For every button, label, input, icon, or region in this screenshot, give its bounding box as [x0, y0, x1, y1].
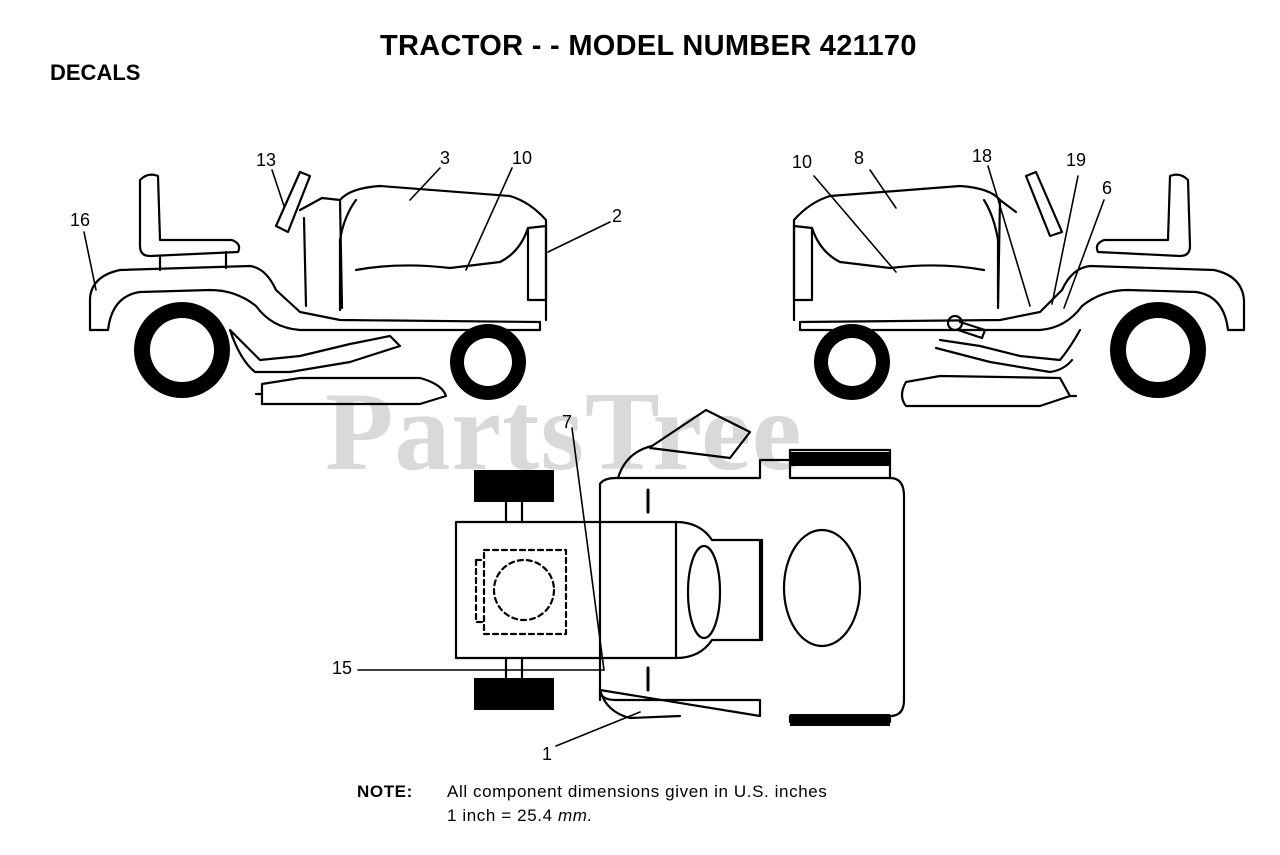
callout-13: 13: [256, 150, 276, 170]
section-heading: DECALS: [50, 60, 141, 85]
page-title: TRACTOR - - MODEL NUMBER 421170: [380, 30, 917, 62]
callout-8: 8: [854, 148, 864, 168]
callout-1: 1: [542, 744, 552, 764]
tractor-top-view: [454, 408, 906, 726]
tractor-left-side-view: [88, 170, 548, 406]
callout-3: 3: [440, 148, 450, 168]
callout-19: 19: [1066, 150, 1086, 170]
note-line-2-unit: mm.: [557, 806, 593, 825]
callout-10-right: 10: [792, 152, 812, 172]
note-label: NOTE:: [357, 782, 413, 801]
callout-7: 7: [562, 412, 572, 432]
note-line-2-prefix: 1 inch = 25.4: [447, 806, 553, 825]
note-line-2: 1 inch = 25.4 mm.: [447, 806, 593, 826]
tractor-right-side-view: [792, 170, 1246, 408]
note-line-1: All component dimensions given in U.S. i…: [447, 782, 828, 801]
callout-6: 6: [1102, 178, 1112, 198]
callout-10-left: 10: [512, 148, 532, 168]
callout-15: 15: [332, 658, 352, 678]
callout-18: 18: [972, 146, 992, 166]
dimension-note: NOTE: All component dimensions given in U…: [357, 782, 828, 825]
watermark-text: PartsTree: [325, 370, 803, 494]
callout-16: 16: [70, 210, 90, 230]
callout-2: 2: [612, 206, 622, 226]
